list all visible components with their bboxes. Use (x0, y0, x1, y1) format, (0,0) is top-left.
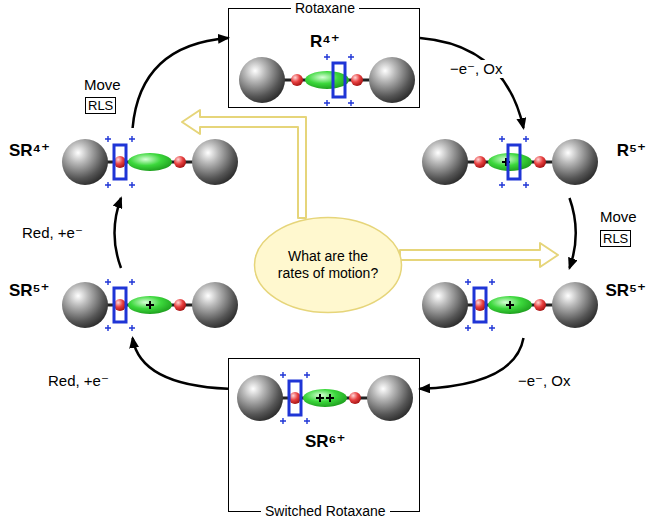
state-label: SR⁶⁺ (305, 431, 345, 452)
box-heading: Switched Rotaxane (261, 503, 390, 519)
reaction-arrow (420, 338, 524, 389)
reaction-arrow (133, 338, 228, 389)
rotaxane-state: SR⁵⁺ (420, 268, 650, 338)
reaction-arrow (420, 38, 524, 128)
state-label: SR⁵⁺ (605, 280, 646, 301)
rate-limiting-tag: RLS (600, 230, 631, 247)
box-heading: Rotaxane (291, 0, 359, 16)
rotaxane-state: R⁵⁺ (420, 128, 650, 198)
state-label: SR⁴⁺ (9, 140, 50, 161)
step-label: Red, +e⁻ (20, 224, 85, 242)
question-ellipse: What are the rates of motion? (253, 216, 403, 314)
step-label: −e⁻, Ox (448, 60, 505, 78)
state-label: R⁵⁺ (617, 140, 646, 161)
reaction-arrow (115, 198, 122, 268)
rotaxane-state: SR⁴⁺ (5, 128, 237, 198)
step-label: −e⁻, Ox (516, 372, 573, 390)
step-label: Move (82, 76, 123, 93)
rotaxane-box: RotaxaneR⁴⁺ (228, 8, 420, 108)
question-text: What are the rates of motion? (273, 248, 383, 282)
reaction-arrow (133, 38, 228, 128)
reaction-arrow (570, 198, 576, 268)
step-label: Red, +e⁻ (46, 372, 111, 390)
switched-rotaxane-box: SR⁶⁺Switched Rotaxane (228, 358, 420, 512)
step-label: Move (598, 208, 639, 225)
state-label: R⁴⁺ (310, 31, 340, 52)
state-label: SR⁵⁺ (9, 280, 50, 301)
rotaxane-state: SR⁵⁺ (5, 268, 237, 338)
rate-limiting-tag: RLS (85, 97, 116, 114)
